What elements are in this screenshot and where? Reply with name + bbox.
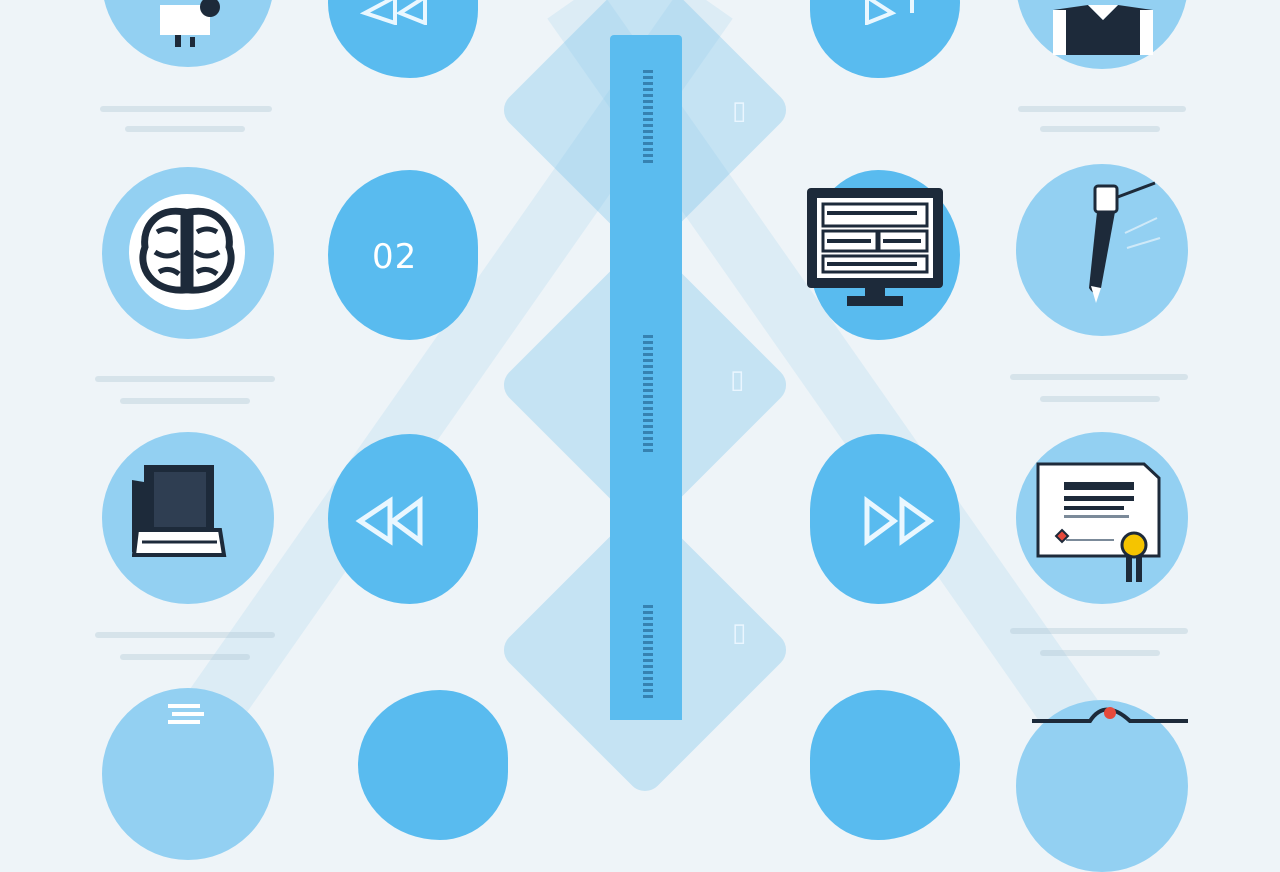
caption-line — [1040, 126, 1160, 132]
caption-line — [120, 654, 250, 660]
step-number-blob — [810, 434, 960, 604]
badge-icon — [1032, 707, 1188, 723]
caption-line — [1010, 628, 1188, 634]
brain-icon — [129, 194, 245, 310]
caption-line — [1010, 374, 1188, 380]
caption-line — [1040, 396, 1160, 402]
person-icon — [1053, 5, 1153, 55]
rewind-icon — [355, 496, 423, 546]
forward-icon — [865, 0, 914, 25]
book-icon — [132, 465, 227, 557]
caption-line — [95, 376, 275, 382]
caption-line — [120, 398, 250, 404]
caption-line — [1018, 106, 1186, 112]
spine-text-mark — [643, 335, 653, 455]
diamond-glyph: ▯ — [730, 365, 745, 395]
certificate-icon — [1036, 462, 1161, 582]
clipboard-icon — [168, 704, 204, 724]
spine-text-mark — [643, 605, 653, 700]
diamond-glyph: ▯ — [732, 618, 747, 648]
diamond-glyph: ▯ — [732, 96, 747, 126]
rewind-icon — [360, 0, 427, 25]
caption-line — [1040, 650, 1160, 656]
caption-line — [100, 106, 272, 112]
caption-line — [125, 126, 245, 132]
caption-line — [95, 632, 275, 638]
forward-icon — [864, 496, 935, 546]
step-number-blob — [328, 434, 478, 604]
monitor-icon — [807, 188, 943, 306]
rocket-icon — [160, 0, 220, 47]
step-number-blob — [810, 690, 960, 840]
spine-text-mark — [643, 70, 653, 165]
pen-icon — [1089, 181, 1161, 303]
step-icon-circle — [1016, 700, 1188, 872]
step-number-blob — [358, 690, 508, 840]
step-number-label: 02 — [372, 237, 418, 277]
step-number-blob — [328, 170, 478, 340]
